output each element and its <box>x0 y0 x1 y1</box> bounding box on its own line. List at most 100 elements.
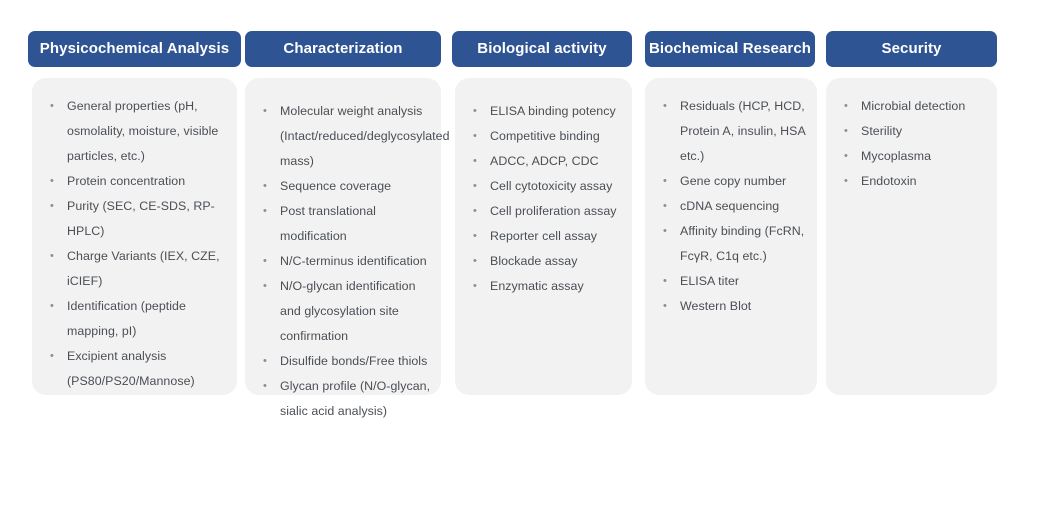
list-item: • Competitive binding <box>469 124 622 149</box>
list-item: • Reporter cell assay <box>469 224 622 249</box>
list-item: • ELISA titer <box>659 269 807 294</box>
category-card-2: • ELISA binding potency • Competitive bindi… <box>455 78 632 395</box>
list-item-label: Excipient analysis (PS80/PS20/Mannose) <box>67 349 195 388</box>
bullet-icon: • <box>844 100 848 112</box>
bullet-icon: • <box>663 100 667 112</box>
bullet-icon: • <box>50 250 54 262</box>
list-item: •Blockade assay <box>469 249 622 274</box>
category-header-label: Physicochemical Analysis <box>39 39 230 57</box>
bullet-icon: • <box>263 255 267 267</box>
bullet-icon: • <box>844 175 848 187</box>
list-item-label: Charge Variants (IEX, CZE, iCIEF) <box>67 249 220 288</box>
bullet-icon: • <box>263 105 267 117</box>
list-item: • Excipient analysis (PS80/PS20/Mannose) <box>46 344 227 394</box>
list-item-label: Affinity binding (FcRN, FcγR, C1q etc.) <box>680 224 805 263</box>
category-column: Biological activity • ELISA binding potenc… <box>452 31 632 395</box>
list-item: • Western Blot <box>659 294 807 319</box>
list-item: •Sequence coverage <box>259 174 431 199</box>
list-item: • Disulfide bonds/Free thiols <box>259 349 431 374</box>
bullet-icon: • <box>50 175 54 187</box>
list-item: • Residuals (HCP, HCD, Protein A, insulin… <box>659 94 807 169</box>
list-item: •Glycan profile (N/O-glycan, sialic acid… <box>259 374 431 424</box>
bullet-icon: • <box>473 280 477 292</box>
category-column: Biochemical Research • Residuals (HCP, HCD… <box>645 31 817 395</box>
category-item-list: •Molecular weight analysis (Intact/reduc… <box>245 78 450 424</box>
bullet-icon: • <box>263 180 267 192</box>
bullet-icon: • <box>473 130 477 142</box>
bullet-icon: • <box>263 355 267 367</box>
category-header-label: Security <box>881 39 942 57</box>
bullet-icon: • <box>473 155 477 167</box>
list-item: • Enzymatic assay <box>469 274 622 299</box>
list-item: •Cell cytotoxicity assay <box>469 174 622 199</box>
bullet-icon: • <box>50 350 54 362</box>
category-header-label: Characterization <box>283 39 403 57</box>
bullet-icon: • <box>663 300 667 312</box>
bullet-icon: • <box>663 200 667 212</box>
list-item: • Microbial detection <box>840 94 987 119</box>
list-item-label: Mycoplasma <box>861 149 932 163</box>
list-item-label: Post translational modification <box>280 204 376 243</box>
list-item: • ADCC, ADCP, CDC <box>469 149 622 174</box>
category-header-1[interactable]: Characterization <box>245 31 441 67</box>
list-item-label: Microbial detection <box>861 99 966 113</box>
category-header-label: Biochemical Research <box>648 39 812 57</box>
list-item-label: Western Blot <box>680 299 752 313</box>
category-header-4[interactable]: Security <box>826 31 997 67</box>
list-item: •Purity (SEC, CE-SDS, RP-HPLC) <box>46 194 227 244</box>
list-item: • Mycoplasma <box>840 144 987 169</box>
bullet-icon: • <box>663 175 667 187</box>
list-item-label: Gene copy number <box>680 174 787 188</box>
list-item-label: Identification (peptide mapping, pI) <box>67 299 186 338</box>
category-column: Physicochemical Analysis • General propert… <box>28 31 241 395</box>
list-item: • cDNA sequencing <box>659 194 807 219</box>
list-item: •Identification (peptide mapping, pI) <box>46 294 227 344</box>
bullet-icon: • <box>663 275 667 287</box>
bullet-icon: • <box>844 125 848 137</box>
list-item-label: Disulfide bonds/Free thiols <box>280 354 428 368</box>
category-header-3[interactable]: Biochemical Research <box>645 31 815 67</box>
list-item-label: cDNA sequencing <box>680 199 780 213</box>
list-item-label: Glycan profile (N/O-glycan, sialic acid … <box>280 379 431 418</box>
category-header-2[interactable]: Biological activity <box>452 31 632 67</box>
bullet-icon: • <box>473 105 477 117</box>
list-item-label: General properties (pH, osmolality, mois… <box>67 99 219 163</box>
category-item-list: • ELISA binding potency • Competitive bindi… <box>455 78 632 299</box>
list-item: • Protein concentration <box>46 169 227 194</box>
bullet-icon: • <box>473 205 477 217</box>
list-item-label: Sterility <box>861 124 903 138</box>
category-item-list: • General properties (pH, osmolality, moi… <box>32 78 237 394</box>
list-item-label: Residuals (HCP, HCD, Protein A, insulin,… <box>680 99 806 163</box>
list-item: • Sterility <box>840 119 987 144</box>
list-item-label: Reporter cell assay <box>490 229 598 243</box>
list-item-label: Protein concentration <box>67 174 186 188</box>
category-column: Characterization •Molecular weight analys… <box>245 31 450 418</box>
bullet-icon: • <box>663 225 667 237</box>
list-item-label: N/O-glycan identification and glycosylat… <box>280 279 416 343</box>
list-item-label: N/C-terminus identification <box>280 254 427 268</box>
bullet-icon: • <box>473 230 477 242</box>
list-item: •Molecular weight analysis (Intact/reduc… <box>259 99 450 174</box>
list-item-label: ADCC, ADCP, CDC <box>490 154 599 168</box>
list-item-label: ELISA titer <box>680 274 740 288</box>
list-item: • General properties (pH, osmolality, moi… <box>46 94 227 169</box>
category-header-0[interactable]: Physicochemical Analysis <box>28 31 241 67</box>
list-item-label: ELISA binding potency <box>490 104 616 118</box>
bullet-icon: • <box>50 100 54 112</box>
list-item-label: Enzymatic assay <box>490 279 584 293</box>
list-item-label: Cell proliferation assay <box>490 204 617 218</box>
bullet-icon: • <box>50 200 54 212</box>
category-item-list: • Residuals (HCP, HCD, Protein A, insulin… <box>645 78 817 319</box>
list-item-label: Endotoxin <box>861 174 917 188</box>
category-item-list: • Microbial detection • Sterility • Mycoplasm… <box>826 78 997 194</box>
bullet-icon: • <box>844 150 848 162</box>
list-item-label: Competitive binding <box>490 129 600 143</box>
list-item: • Affinity binding (FcRN, FcγR, C1q etc.) <box>659 219 807 269</box>
category-card-1: •Molecular weight analysis (Intact/reduc… <box>245 78 450 418</box>
category-card-0: • General properties (pH, osmolality, moi… <box>32 78 237 395</box>
bullet-icon: • <box>263 280 267 292</box>
list-item: • Charge Variants (IEX, CZE, iCIEF) <box>46 244 227 294</box>
category-column: Security • Microbial detection • Sterility • M… <box>826 31 997 395</box>
list-item: • Endotoxin <box>840 169 987 194</box>
